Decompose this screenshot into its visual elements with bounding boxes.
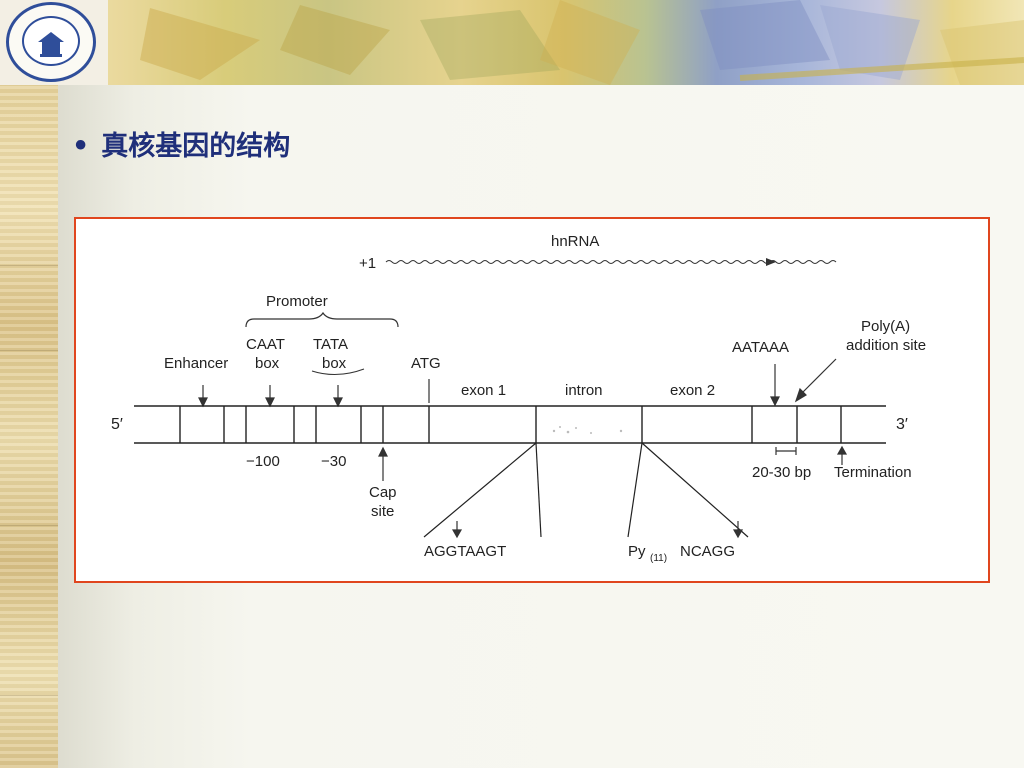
- acceptor-subscript: (11): [650, 553, 667, 564]
- intron-label: intron: [565, 382, 603, 399]
- left-texture-strip: [0, 85, 58, 768]
- tata-box-label: box: [322, 355, 347, 372]
- donor-sequence: AGGTAAGT: [424, 543, 506, 560]
- acceptor-sequence: NCAGG: [680, 543, 735, 560]
- cap-label-line1: Cap: [369, 484, 397, 501]
- feature-arrows: [199, 359, 836, 406]
- header-banner: [0, 0, 1024, 85]
- termination-markers: [776, 447, 846, 465]
- tata-label: TATA: [313, 336, 348, 353]
- promoter-label: Promoter: [266, 293, 328, 310]
- promoter-brace: [246, 313, 398, 327]
- enhancer-label: Enhancer: [164, 355, 228, 372]
- exon2-label: exon 2: [670, 382, 715, 399]
- gene-structure-svg: hnRNA +1 Promoter CAAT box TATA box Enha…: [76, 219, 992, 585]
- splice-site-lines: [424, 443, 748, 537]
- termination-label: Termination: [834, 464, 912, 481]
- caat-box-label: box: [255, 355, 280, 372]
- atg-label: ATG: [411, 355, 441, 372]
- gene-body: [134, 406, 886, 443]
- acceptor-py: Py: [628, 543, 646, 560]
- caat-label: CAAT: [246, 336, 285, 353]
- plus-one-label: +1: [359, 255, 376, 272]
- hnrna-arrowhead: [766, 258, 776, 266]
- university-logo: [0, 0, 108, 85]
- minus100-label: −100: [246, 453, 280, 470]
- cap-site-arrow: [379, 448, 387, 481]
- three-prime-label: 3′: [896, 416, 908, 433]
- header-decoration: [0, 0, 1024, 85]
- intron-speckle: [553, 426, 622, 434]
- gene-structure-diagram: hnRNA +1 Promoter CAAT box TATA box Enha…: [74, 217, 990, 583]
- cap-label-line2: site: [371, 503, 394, 520]
- title-bullet: •: [72, 131, 89, 162]
- aataaa-label: AATAAA: [732, 339, 789, 356]
- hnrna-label: hnRNA: [551, 233, 599, 250]
- five-prime-label: 5′: [111, 416, 123, 433]
- slide-title: • 真核基因的结构: [72, 124, 290, 163]
- title-text: 真核基因的结构: [101, 131, 290, 162]
- exon1-label: exon 1: [461, 382, 506, 399]
- spacer-label: 20-30 bp: [752, 464, 811, 481]
- polya-label-line2: addition site: [846, 337, 926, 354]
- polya-label-line1: Poly(A): [861, 318, 910, 335]
- splice-arrows: [453, 521, 742, 537]
- minus30-label: −30: [321, 453, 346, 470]
